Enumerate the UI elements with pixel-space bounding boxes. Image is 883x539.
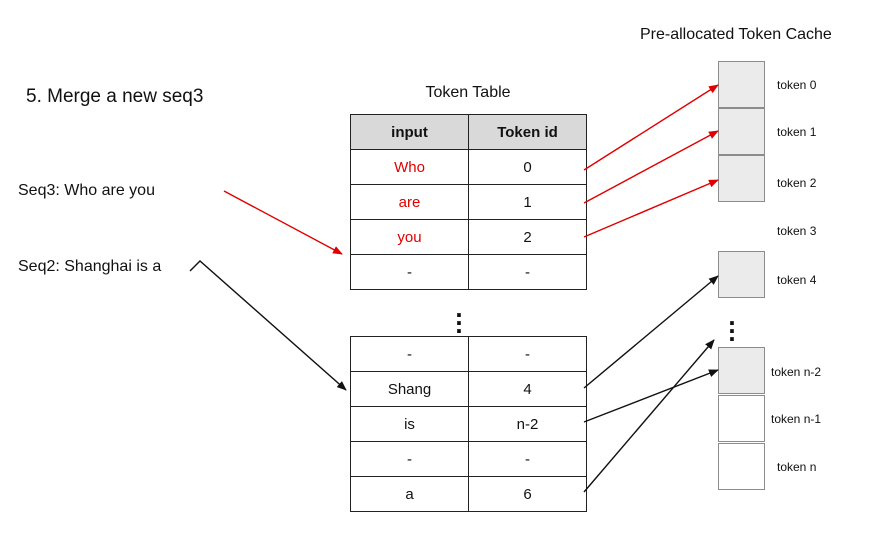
cache-cell-token-0 [718,61,765,108]
cell-input: - [350,254,469,290]
table-row: a 6 [350,476,587,512]
arrow-a-to-token-n-2 [583,339,715,493]
arrow-you-to-token-2 [583,179,719,238]
seq2-label: Seq2: Shanghai is a [18,258,162,275]
token-table-title: Token Table [425,84,511,101]
cell-input: is [350,406,469,442]
cache-label-token-0: token 0 [777,78,817,92]
cache-label-token-4: token 4 [777,273,817,287]
cell-token-id: - [468,254,587,290]
cell-input: - [350,336,469,372]
cache-cell-token-n [718,443,765,490]
cell-input: you [350,219,469,255]
arrow-shang-to-token-4 [583,275,719,389]
cache-title: Pre-allocated Token Cache [640,26,832,43]
table-row: is n-2 [350,406,587,442]
cell-input: Who [350,149,469,185]
cell-token-id: 2 [468,219,587,255]
cache-label-token-n: token n [777,460,817,474]
cell-token-id: - [468,336,587,372]
cell-token-id: 0 [468,149,587,185]
arrow-seq3-to-table [223,190,343,255]
table-row: Who 0 [350,149,587,185]
arrow-who-to-token-0 [583,84,719,171]
table-row: - - [350,336,587,372]
table-row: you 2 [350,219,587,255]
arrow-seq2-to-table [189,260,347,391]
cell-token-id: 6 [468,476,587,512]
cell-token-id: n-2 [468,406,587,442]
table-header-row: input Token id [350,114,587,150]
cache-cell-token-4 [718,251,765,298]
header-token-id: Token id [468,114,587,150]
cache-cell-token-n-2 [718,347,765,394]
cache-label-token-1: token 1 [777,125,817,139]
table-ellipsis: ... [455,293,463,339]
seq3-label: Seq3: Who are you [18,182,155,199]
table-row: - - [350,441,587,477]
cell-input: Shang [350,371,469,407]
table-row: - - [350,254,587,290]
cell-token-id: 1 [468,184,587,220]
cell-token-id: 4 [468,371,587,407]
cache-label-token-3: token 3 [777,224,817,238]
cell-input: a [350,476,469,512]
cache-cell-token-1 [718,108,765,155]
cache-label-token-n-1: token n-1 [771,412,822,426]
cell-token-id: - [468,441,587,477]
token-table-bottom: - - Shang 4 is n-2 - - a 6 [350,336,587,512]
step-title: 5. Merge a new seq3 [26,86,204,107]
cache-cell-token-2 [718,155,765,202]
arrow-is-to-token-n-2 [583,369,719,423]
cache-label-token-2: token 2 [777,176,817,190]
token-table-top: input Token id Who 0 are 1 you 2 - - [350,114,587,290]
arrow-are-to-token-1 [583,130,719,204]
header-input: input [350,114,469,150]
cache-ellipsis: ... [728,301,736,347]
cache-label-token-n-2: token n-2 [771,365,822,379]
table-row: Shang 4 [350,371,587,407]
cache-cell-token-n-1 [718,395,765,442]
